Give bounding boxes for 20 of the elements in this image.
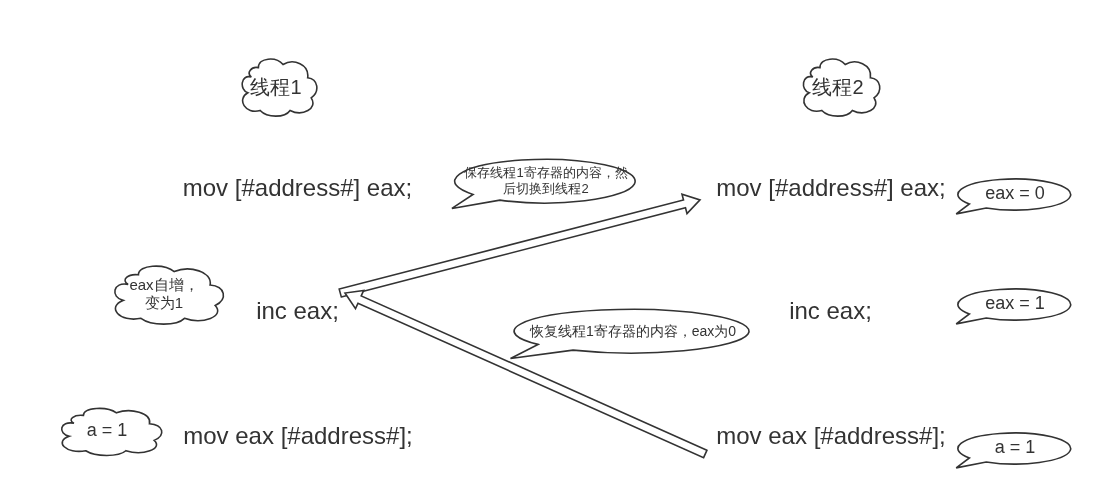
cloud-text: eax自增，变为1 <box>128 276 200 312</box>
code-line: mov [#address#] eax; <box>700 170 962 206</box>
bubble-text: eax = 0 <box>985 182 1045 205</box>
bubble-text: 保存线程1寄存器的内容，然后切换到线程2 <box>463 165 629 197</box>
speech-bubble <box>955 432 1075 469</box>
bubble-text: 恢复线程1寄存器的内容，eax为0 <box>529 322 737 340</box>
code-line: mov eax [#address#]; <box>700 418 962 454</box>
code-line: inc eax; <box>250 293 345 329</box>
arrow <box>343 289 708 459</box>
code-line: inc eax; <box>783 293 878 329</box>
cloud-text: a = 1 <box>86 420 128 442</box>
bubble-text: eax = 1 <box>985 292 1045 315</box>
speech-bubble <box>955 288 1075 325</box>
cloud-text: 线程1 <box>250 74 302 99</box>
arrow <box>338 193 702 298</box>
code-line: mov eax [#address#]; <box>167 418 429 454</box>
speech-bubble <box>955 178 1075 215</box>
cloud-text: 线程2 <box>812 74 864 99</box>
code-line: mov [#address#] eax; <box>165 170 430 206</box>
bubble-text: a = 1 <box>994 436 1036 459</box>
